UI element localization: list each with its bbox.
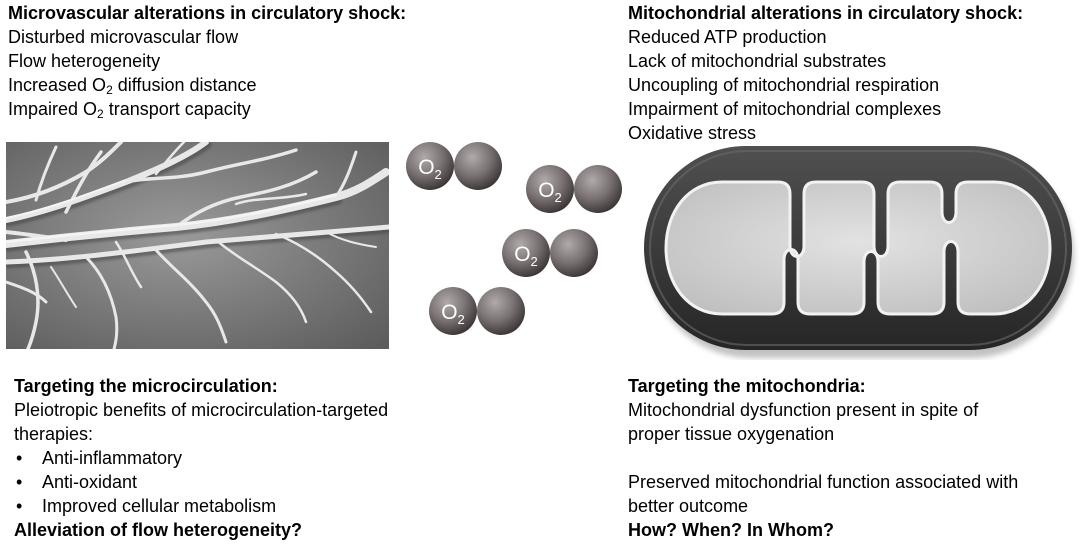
mitochondrial-item-1: Reduced ATP production bbox=[628, 27, 827, 47]
oxygen-label-2: O2 bbox=[538, 179, 562, 205]
target-mito-p1-line2: proper tissue oxygenation bbox=[628, 424, 835, 444]
target-mito-p2-line2: better outcome bbox=[628, 496, 749, 516]
bullet-item: •Anti-inflammatory bbox=[16, 448, 183, 468]
target-micro-title: Targeting the microcirculation: bbox=[14, 376, 278, 396]
oxygen-molecule-4: O2 bbox=[429, 287, 525, 335]
mitochondrial-alterations-block: Mitochondrial alterations in circulatory… bbox=[628, 1, 1023, 145]
microvessel-network-image bbox=[6, 142, 389, 349]
oxygen-label-4: O2 bbox=[441, 301, 465, 327]
microvascular-title: Microvascular alterations in circulatory… bbox=[8, 3, 407, 23]
target-mito-conclusion: How? When? In Whom? bbox=[628, 520, 834, 540]
microvascular-item-1: Disturbed microvascular flow bbox=[8, 27, 239, 47]
mitochondrial-item-4: Impairment of mitochondrial complexes bbox=[628, 99, 942, 119]
microvascular-item-4: Impaired O2 transport capacity bbox=[8, 99, 251, 121]
microvascular-item-2: Flow heterogeneity bbox=[8, 51, 161, 71]
targeting-microcirculation-block: Targeting the microcirculation: Pleiotro… bbox=[14, 374, 388, 542]
target-micro-conclusion: Alleviation of flow heterogeneity? bbox=[14, 520, 303, 540]
microvascular-alterations-block: Microvascular alterations in circulatory… bbox=[8, 1, 406, 121]
oxygen-molecule-3: O2 bbox=[502, 229, 598, 277]
mitochondrial-item-3: Uncoupling of mitochondrial respiration bbox=[628, 75, 940, 95]
target-micro-intro-line2: therapies: bbox=[14, 424, 94, 444]
mitochondrial-title: Mitochondrial alterations in circulatory… bbox=[628, 3, 1024, 23]
oxygen-label-1: O2 bbox=[418, 156, 442, 182]
bullet-item: •Improved cellular metabolism bbox=[16, 496, 277, 516]
oxygen-molecule-2: O2 bbox=[526, 165, 622, 213]
mitochondrion-image bbox=[644, 146, 1074, 358]
oxygen-molecule-1: O2 bbox=[406, 142, 502, 190]
microvascular-item-3: Increased O2 diffusion distance bbox=[8, 75, 257, 97]
target-micro-intro-line1: Pleiotropic benefits of microcirculation… bbox=[14, 400, 389, 420]
target-mito-p1-line1: Mitochondrial dysfunction present in spi… bbox=[628, 400, 979, 420]
target-mito-title: Targeting the mitochondria: bbox=[628, 376, 866, 396]
bullet-item: •Anti-oxidant bbox=[16, 472, 138, 492]
targeting-mitochondria-block: Targeting the mitochondria: Mitochondria… bbox=[628, 374, 1018, 542]
mitochondrial-item-5: Oxidative stress bbox=[628, 123, 757, 143]
target-mito-p2-line1: Preserved mitochondrial function associa… bbox=[628, 472, 1019, 492]
oxygen-label-3: O2 bbox=[514, 243, 538, 269]
mitochondrial-item-2: Lack of mitochondrial substrates bbox=[628, 51, 887, 71]
